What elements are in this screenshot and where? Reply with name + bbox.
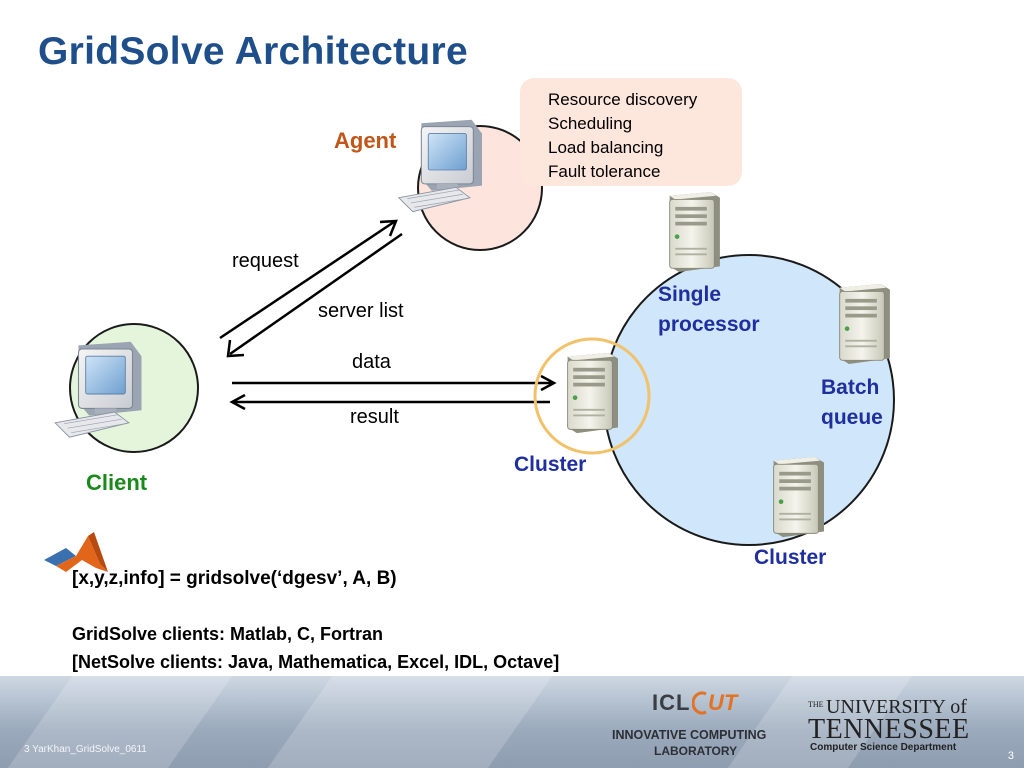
matlab-logo-icon: [44, 532, 108, 572]
gridsolve-clients-text: GridSolve clients: Matlab, C, Fortran: [72, 624, 384, 644]
computer-icon: [398, 119, 483, 213]
server-icon: [839, 284, 890, 364]
gridsolve-call-example: [x,y,z,info] = gridsolve(‘dgesv’, A, B): [72, 568, 397, 589]
request-arrow: [219, 219, 398, 340]
page-title: GridSolve Architecture: [38, 30, 468, 73]
icl-name-line1: INNOVATIVE COMPUTING: [612, 728, 767, 742]
cluster-label: Cluster: [754, 546, 827, 569]
icl-logo-text: ICL: [652, 690, 691, 715]
cluster-label: Cluster: [514, 453, 587, 476]
batch-queue-label: Batch queue: [821, 373, 883, 433]
university-tennessee-logo: THE UNIVERSITY of TENNESSEE Computer Sci…: [808, 696, 969, 760]
single-processor-line2: processor: [658, 313, 760, 336]
footer-band: [0, 676, 1024, 768]
duty-item: Resource discovery: [548, 90, 698, 109]
duty-item: Fault tolerance: [548, 162, 661, 181]
server-icon: [567, 352, 618, 434]
batch-queue-line1: Batch: [821, 376, 880, 399]
computer-icon: [54, 341, 143, 438]
page-number: 3: [1007, 750, 1014, 762]
footer-note: 3 YarKhan_GridSolve_0611: [24, 744, 147, 755]
result-arrow: [229, 393, 550, 411]
icl-swirl-icon: [692, 691, 707, 715]
icl-name-line2: LABORATORY: [654, 744, 738, 758]
agent-label: Agent: [334, 128, 397, 153]
ut-department-text: Computer Science Department: [810, 742, 957, 753]
architecture-diagram: [44, 78, 895, 572]
agent-duties-box: [520, 78, 742, 186]
icl-logo: ICL UT INNOVATIVE COMPUTING LABORATORY: [606, 686, 786, 762]
server-list-label: server list: [318, 300, 404, 322]
ut-the-text: THE: [808, 700, 824, 709]
icl-ut-text: UT: [708, 690, 738, 715]
single-processor-label: Single processor: [658, 280, 760, 340]
netsolve-clients-text: [NetSolve clients: Java, Mathematica, Ex…: [72, 652, 560, 672]
cluster-highlight-ring: [533, 337, 651, 455]
agent-duties-list: Resource discovery Scheduling Load balan…: [548, 88, 697, 184]
ut-university-text: UNIVERSITY of: [826, 696, 967, 718]
duty-item: Scheduling: [548, 114, 633, 133]
single-processor-line1: Single: [658, 283, 722, 306]
server-icon: [669, 192, 720, 272]
duty-item: Load balancing: [548, 138, 664, 157]
ut-tennessee-text: TENNESSEE: [808, 714, 970, 745]
server-list-arrow: [226, 232, 403, 358]
data-arrow: [232, 374, 557, 392]
request-label: request: [232, 250, 299, 272]
data-label: data: [352, 351, 391, 373]
batch-queue-line2: queue: [821, 406, 883, 429]
client-label: Client: [86, 470, 148, 495]
server-icon: [773, 456, 824, 538]
result-label: result: [350, 406, 399, 428]
